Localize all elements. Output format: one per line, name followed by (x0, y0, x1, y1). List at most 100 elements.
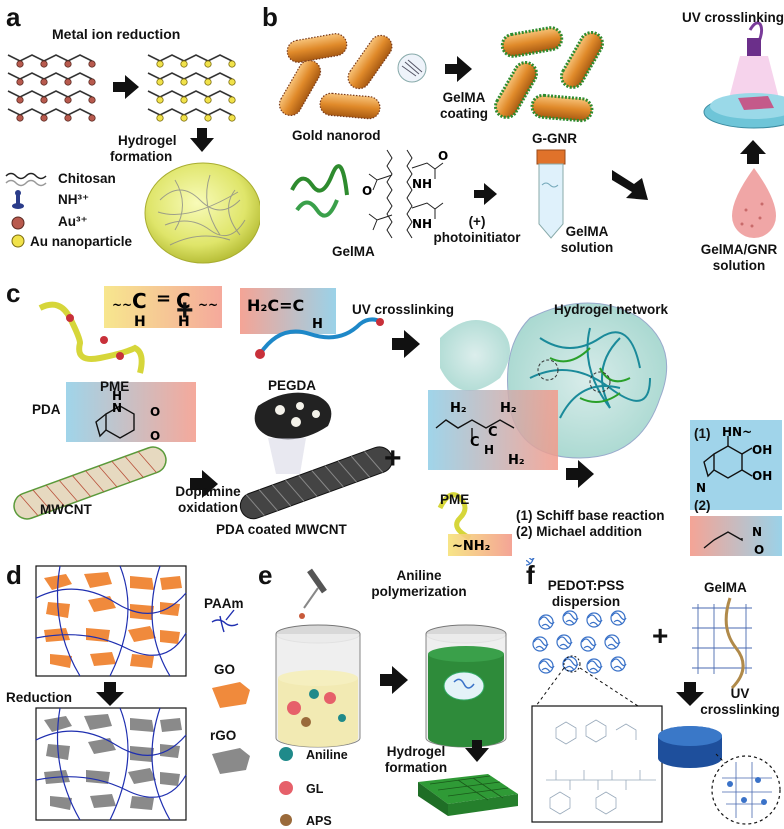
arrow-right-icon (392, 330, 420, 358)
aniline-legend-icon (279, 747, 293, 761)
svg-text:H: H (178, 314, 190, 330)
pedot-zoom-box (531, 705, 663, 823)
gelma-network (692, 604, 752, 674)
svg-text:C: C (470, 435, 480, 450)
panel-e-graphics (275, 568, 518, 826)
uv-cable (748, 21, 764, 45)
reduction-label: Reduction (6, 690, 72, 705)
paam-lines-bottom (35, 707, 187, 821)
uv-crosslinking-label-1: UV (730, 686, 750, 701)
cylinder-zoom-circle (711, 755, 781, 825)
hydrogel-formation-label-2: formation (110, 149, 173, 164)
arrow-right-icon (445, 56, 472, 82)
dopamine-oxidation-label-1: Dopamine (175, 484, 241, 499)
panel-e: Aniline polymerization Hydrogel formatio… (258, 558, 528, 828)
gelma-gnr-label-2: solution (712, 258, 766, 273)
legend-rgo: rGO (210, 728, 237, 743)
legend-au3: Au³⁺ (58, 214, 88, 229)
pipette-icon (303, 568, 327, 609)
arrow-down-icon (676, 682, 704, 706)
svg-text:N: N (112, 401, 122, 415)
ggnr-label: G-GNR (532, 131, 577, 146)
pedot-pss-label-1: PEDOT:PSS (547, 578, 625, 593)
panel-b-graphics: NH NH O O (278, 21, 784, 239)
arrow-curved-icon (612, 170, 648, 200)
pegda-box (240, 288, 336, 334)
svg-text:H₂: H₂ (450, 401, 467, 416)
plus-icon: + (652, 620, 669, 651)
arrow-down-icon (96, 682, 124, 706)
photoinitiator-label-1: (+) (468, 214, 486, 229)
rgo-legend-icon (212, 748, 250, 774)
paam-legend-icon (211, 609, 239, 633)
panel-label-c: c (6, 278, 21, 308)
legend-nh3: NH³⁺ (58, 192, 90, 207)
panel-f-graphics (526, 558, 781, 825)
svg-text:C: C (488, 425, 498, 440)
arrow-right-icon (190, 470, 218, 498)
panel-label-d: d (6, 560, 22, 590)
svg-text:C: C (176, 289, 191, 313)
crosslink-structure-box (428, 390, 558, 470)
pme-label: PME (100, 379, 130, 394)
green-hydrogel-block (418, 774, 518, 804)
hydrogel-square (738, 96, 774, 110)
gelma-solution-tube (538, 163, 564, 239)
pme-strand-small (437, 492, 472, 541)
gelma-strand-icon (290, 164, 349, 196)
legend-aniline: Aniline (306, 748, 348, 762)
pegda-label: PEGDA (268, 378, 317, 393)
pda-label: PDA (32, 402, 61, 417)
dopamine-oxidation-label-2: oxidation (178, 500, 238, 515)
gelma-structure (368, 149, 444, 239)
arrow-right-icon (566, 460, 594, 488)
marker-1-label: (1) (694, 426, 711, 441)
svg-text:~~: ~~ (198, 298, 218, 312)
pme-label-2: PME (440, 492, 470, 507)
au-nanoparticle-legend-icon (11, 234, 25, 248)
svg-text:O: O (150, 405, 160, 419)
arrow-down-icon (465, 740, 489, 762)
legend-go: GO (214, 662, 236, 677)
plus-icon: + (384, 442, 402, 475)
pda-coated-mwcnt (239, 446, 393, 520)
polyaniline-bubble (443, 671, 485, 701)
marker-2-label: (2) (694, 498, 711, 513)
arrow-right-icon (474, 183, 497, 205)
gelma-gnr-drop (732, 168, 776, 238)
chitosan-legend-icon (5, 172, 47, 180)
ggnr-rods (494, 26, 604, 123)
arrow-up-icon (740, 140, 766, 164)
pegda-strand (258, 317, 383, 356)
svg-text:O: O (754, 543, 764, 557)
svg-text:~~: ~~ (112, 298, 132, 312)
metal-ion-reduction-title: Metal ion reduction (52, 26, 181, 42)
pedot-pss-label-2: dispersion (551, 594, 621, 609)
go-legend-icon (212, 682, 250, 708)
panel-label-e: e (258, 560, 273, 590)
aniline-polymerization-label-1: Aniline (396, 568, 442, 583)
svg-text:HN~: HN~ (722, 425, 752, 439)
svg-text:=: = (156, 288, 171, 309)
gelma-label: GelMA (332, 244, 375, 259)
panel-f: PEDOT:PSS dispersion GelMA + UV crosslin… (526, 558, 784, 828)
panel-c: ~~ C = C H H ~~ H₂C=C H H₂ H₂ (0, 278, 784, 558)
paam-lines-top (35, 565, 187, 677)
uv-crosslinking-label-2: crosslinking (700, 702, 780, 717)
pedot-blobs (526, 558, 627, 674)
gelma-solution-label-2: solution (560, 240, 614, 255)
hydrogel-network-label: Hydrogel network (554, 302, 669, 317)
panel-d: Reduction PAAm GO rGO (0, 558, 262, 828)
pme-vinyl-box (104, 286, 222, 328)
svg-text:~NH₂: ~NH₂ (452, 539, 490, 554)
pda-coated-mwcnt-label: PDA coated MWCNT (216, 522, 347, 537)
hydrogel-formation-label-1: Hydrogel (386, 744, 446, 759)
gelma-coating-label-2: coating (439, 106, 488, 121)
svg-text:N: N (696, 481, 706, 495)
panel-label-a: a (6, 2, 21, 32)
pda-sheet-zoom (254, 392, 332, 440)
gelma-coating-label-1: GelMA (442, 90, 486, 105)
svg-text:H₂: H₂ (500, 401, 517, 416)
mwcnt-label: MWCNT (40, 502, 92, 517)
svg-text:H: H (112, 389, 122, 403)
